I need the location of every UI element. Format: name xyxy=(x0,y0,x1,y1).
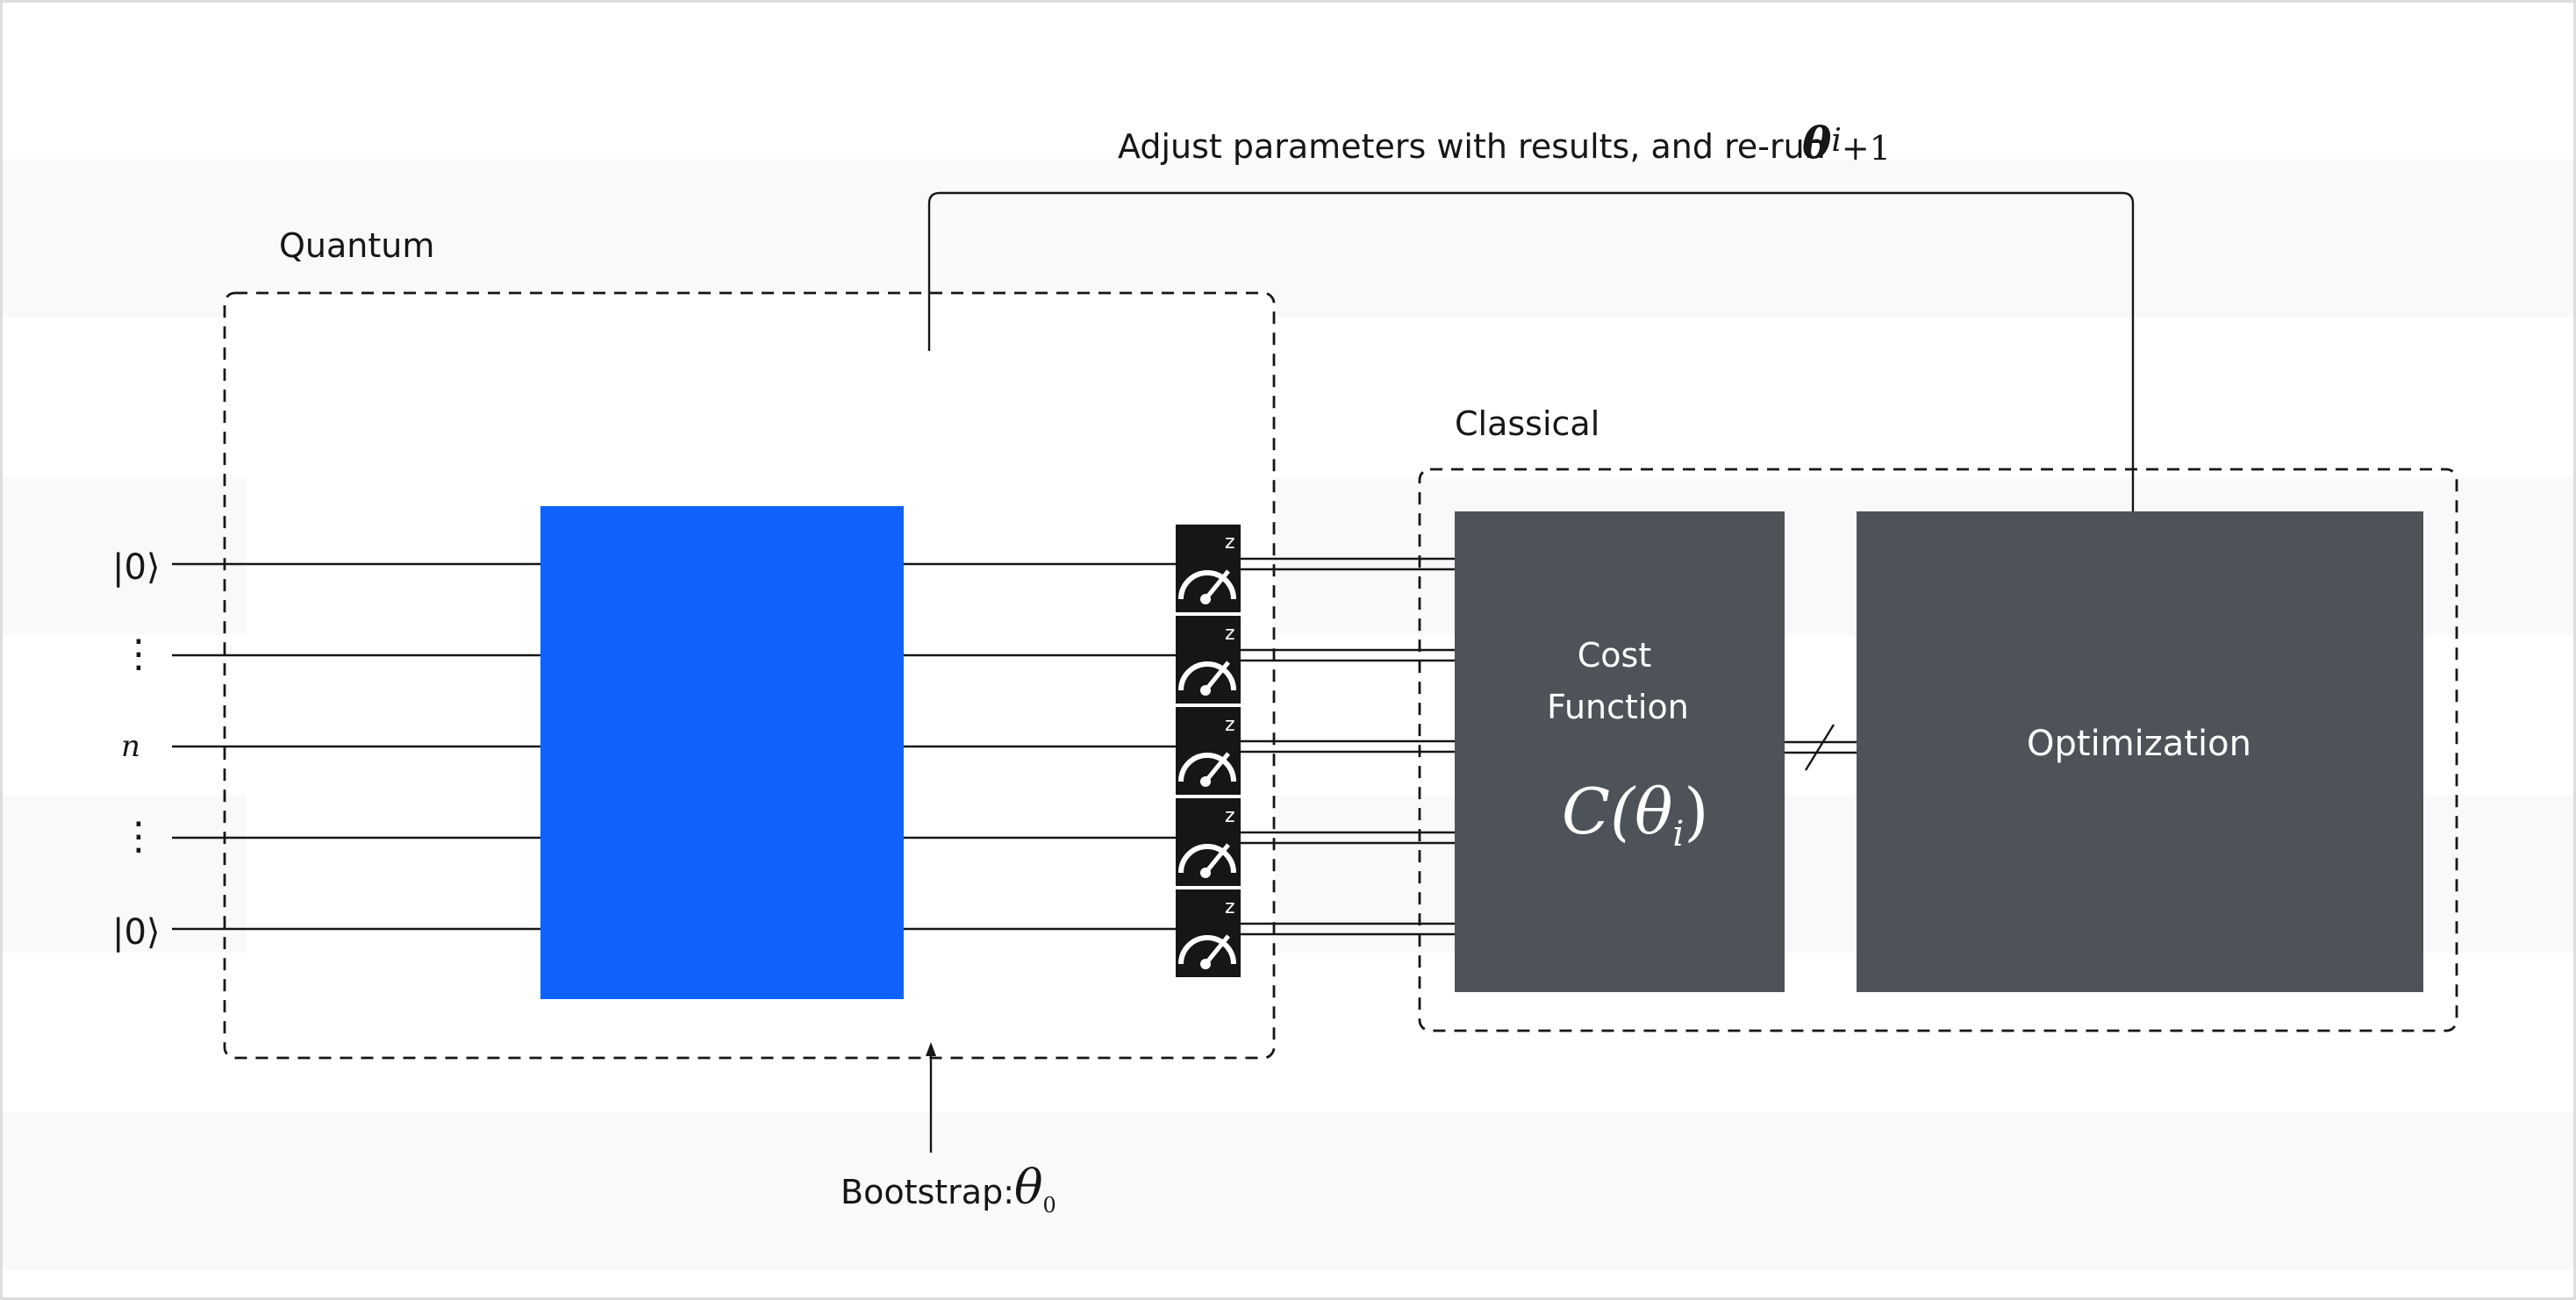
gauge-arc xyxy=(1178,753,1236,782)
arrow-up-icon xyxy=(926,1042,936,1056)
gauge-needle xyxy=(1204,752,1230,783)
cost-formula-sub: i xyxy=(1673,814,1685,854)
feedback-text: Adjust parameters with results, and re-r… xyxy=(1118,127,1826,166)
quantum-region-left-band-2 xyxy=(226,795,246,953)
gauge-arc xyxy=(1178,844,1236,874)
measurement-basis-label: z xyxy=(1225,896,1235,918)
meter-gauge-icon: z xyxy=(1176,798,1241,886)
gauge-needle xyxy=(1204,569,1230,601)
gauge-arc xyxy=(1178,661,1236,691)
quantum-section: Quantum |0⟩ ⋮ n ⋮ |0⟩ z z z z z xyxy=(112,226,1276,1060)
measurement-basis-label: z xyxy=(1225,805,1235,827)
measurement-basis-label: z xyxy=(1225,714,1235,736)
gauge-arc xyxy=(1178,570,1236,600)
classical-title: Classical xyxy=(1455,404,1599,443)
band xyxy=(0,160,2576,318)
gauge-pivot xyxy=(1200,685,1211,696)
feedback-tail: +1 xyxy=(1842,129,1891,168)
qubit-label-n: n xyxy=(121,729,140,764)
gauge-arc xyxy=(1178,935,1236,965)
quantum-title: Quantum xyxy=(279,226,434,265)
band xyxy=(0,1112,2576,1270)
gauge-pivot xyxy=(1200,776,1211,787)
measurement-basis-label: z xyxy=(1225,532,1235,554)
meter-gauge-icon: z xyxy=(1176,616,1241,704)
quantum-dashed-box xyxy=(223,291,1276,1060)
classical-section: Classical Cost Function C(θi) Optimizati… xyxy=(1418,404,2458,1032)
cost-function-label-line2: Function xyxy=(1547,688,1689,726)
gauge-pivot xyxy=(1200,594,1211,604)
optimization-label: Optimization xyxy=(2027,724,2251,764)
qubit-dots-lower: ⋮ xyxy=(119,814,158,859)
feedback-symbol: θi+1 xyxy=(1802,117,1891,168)
gauge-pivot xyxy=(1200,959,1211,969)
optimization-box xyxy=(1857,511,2423,992)
cost-function-box xyxy=(1455,511,1785,992)
bootstrap: Bootstrap: θ0 xyxy=(841,1042,1056,1218)
gauge-needle xyxy=(1204,661,1230,692)
quantum-region-left-band-1 xyxy=(226,477,246,635)
bootstrap-sub: 0 xyxy=(1043,1193,1056,1218)
bootstrap-text: Bootstrap: xyxy=(841,1173,1014,1211)
meter-gauge-icon: z xyxy=(1176,707,1241,795)
feedback-sup: i xyxy=(1831,123,1842,159)
gauge-needle xyxy=(1204,934,1230,966)
measurement-column: z z z z z xyxy=(1176,525,1241,977)
gauge-pivot xyxy=(1200,868,1211,878)
meter-gauge-icon: z xyxy=(1176,525,1241,612)
qubit-label-top: |0⟩ xyxy=(112,547,161,588)
meter-gauge-icon: z xyxy=(1176,889,1241,977)
gauge-needle xyxy=(1204,843,1230,875)
measurement-basis-label: z xyxy=(1225,623,1235,645)
cost-function-label-line1: Cost xyxy=(1578,636,1651,675)
classical-dashed-box xyxy=(1418,468,2458,1032)
cost-function-formula: C(θi) xyxy=(1562,775,1708,854)
qubit-label-bottom: |0⟩ xyxy=(112,912,161,953)
bus-slash xyxy=(1804,724,1835,771)
cost-formula-end: ) xyxy=(1684,775,1708,848)
ansatz-block xyxy=(540,506,904,999)
feedback-loop: Adjust parameters with results, and re-r… xyxy=(927,117,2135,511)
feedback-theta: θ xyxy=(1802,117,1832,168)
bootstrap-symbol: θ0 xyxy=(1014,1160,1056,1218)
feedback-path xyxy=(927,191,2135,511)
cost-formula-main: C(θ xyxy=(1562,775,1673,848)
bootstrap-theta: θ xyxy=(1014,1160,1043,1215)
qubit-dots-upper: ⋮ xyxy=(119,632,158,676)
